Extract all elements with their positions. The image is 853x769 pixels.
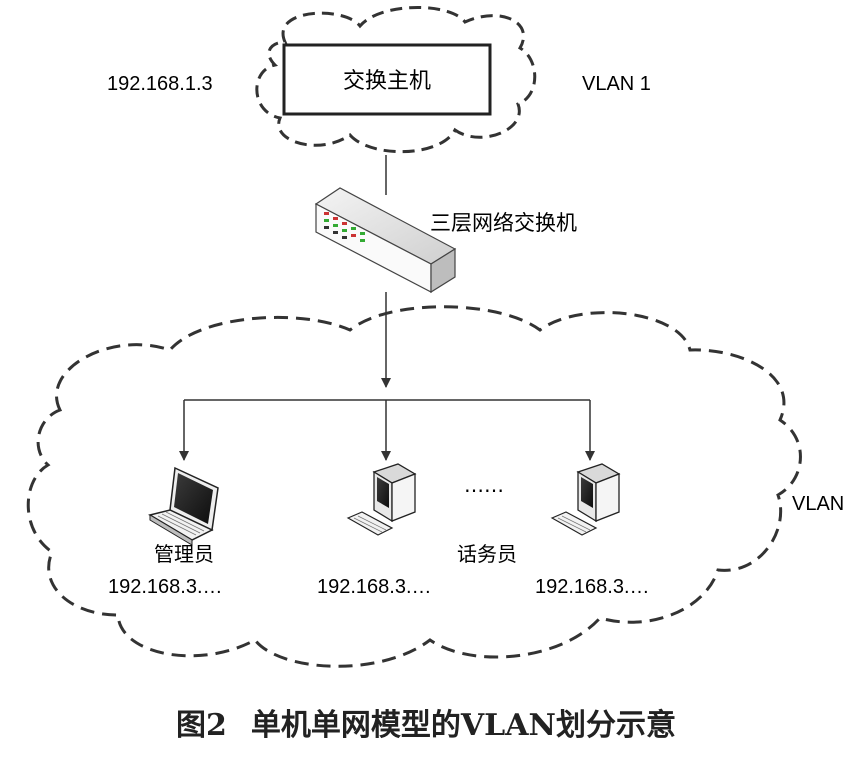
ip-operator-2: 192.168.3.… bbox=[535, 576, 650, 598]
top-cloud bbox=[255, 6, 537, 154]
figure-title: 单机单网模型的VLAN划分示意 bbox=[251, 708, 676, 743]
ip-operator-1: 192.168.3.… bbox=[317, 576, 432, 598]
laptop-icon bbox=[148, 466, 219, 546]
vlan1-label: VLAN 1 bbox=[582, 73, 651, 95]
ellipsis: …… bbox=[464, 473, 504, 497]
vlan-label: VLAN bbox=[792, 493, 844, 515]
bottom-cloud bbox=[26, 305, 802, 668]
desktop-computer-icon bbox=[346, 463, 417, 536]
figure-caption: 图2 单机单网模型的VLAN划分示意 bbox=[176, 708, 676, 743]
desktop-computer-icon bbox=[550, 463, 621, 536]
host-ip: 192.168.1.3 bbox=[107, 73, 213, 95]
admin-label: 管理员 bbox=[154, 542, 214, 566]
switch-label: 三层网络交换机 bbox=[430, 211, 577, 235]
ip-admin: 192.168.3.… bbox=[108, 576, 223, 598]
layer3-switch-icon bbox=[314, 187, 457, 294]
figure-number: 图2 bbox=[176, 708, 227, 743]
host-box bbox=[282, 43, 492, 116]
operator-label: 话务员 bbox=[457, 542, 517, 566]
host-label: 交换主机 bbox=[343, 69, 431, 94]
